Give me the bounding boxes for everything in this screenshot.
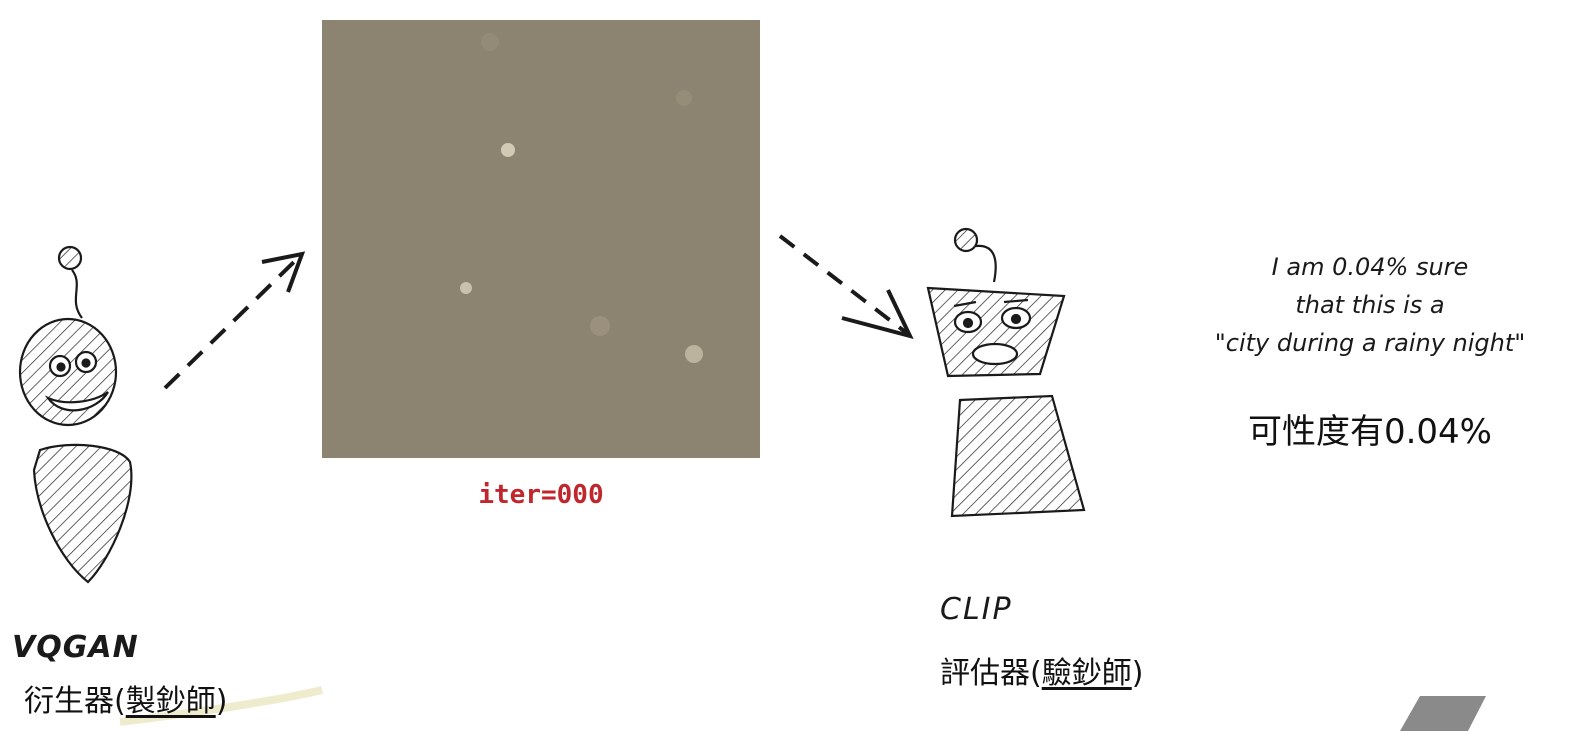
clip-eyebrows: [953, 298, 1029, 308]
vqgan-antenna-ball: [57, 245, 83, 271]
speech-line: "city during a rainy night": [1214, 329, 1526, 357]
clip-head: [926, 286, 1066, 378]
evaluator-role-suffix: ): [1131, 656, 1144, 691]
evaluator-role: 評估器(驗鈔師): [940, 648, 1143, 692]
arrow-generator-to-image: [163, 251, 306, 390]
evaluator-role-underlined: 驗鈔師: [1041, 656, 1132, 691]
noise-spots: [460, 33, 703, 363]
generator-role-suffix: ): [215, 684, 228, 719]
clip-antenna-ball: [953, 227, 979, 253]
clip-antenna-wire: [975, 244, 997, 283]
vqgan-robot-figure: [18, 245, 133, 584]
generated-image: [322, 20, 760, 458]
highlight-stroke: [119, 686, 323, 726]
generator-role-underlined: 製鈔師: [125, 684, 216, 719]
probability-text: 可性度有0.04%: [1247, 412, 1492, 452]
evaluator-speech: I am 0.04% sure that this is a "city dur…: [1150, 248, 1590, 362]
vqgan-body: [32, 443, 133, 584]
clip-robot-figure: [926, 227, 1086, 518]
generator-role-prefix: 衍生器(: [24, 684, 126, 719]
speech-line: that this is a: [1295, 291, 1445, 319]
evaluator-role-prefix: 評估器(: [940, 656, 1042, 691]
corner-decoration: [1400, 696, 1486, 731]
evaluator-name: CLIP: [940, 592, 1013, 627]
arrow-image-to-evaluator: [778, 234, 914, 340]
speech-line: I am 0.04% sure: [1271, 253, 1469, 281]
vqgan-smile: [44, 391, 109, 412]
iteration-caption: iter=000: [478, 480, 604, 510]
generator-role: 衍生器(製鈔師): [24, 676, 227, 720]
clip-mouth: [971, 342, 1019, 366]
vqgan-antenna-wire: [71, 269, 83, 319]
generator-name: VQGAN: [12, 630, 139, 665]
clip-body: [950, 394, 1086, 518]
